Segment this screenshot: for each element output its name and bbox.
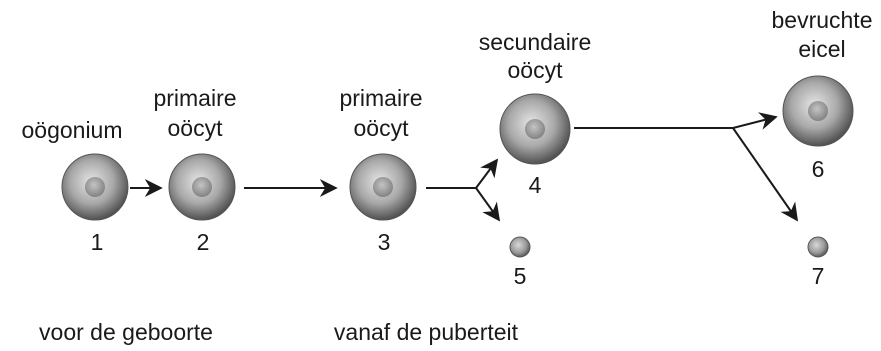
arrow-3-to-5 bbox=[475, 187, 501, 222]
cell-4-nucleus bbox=[525, 119, 545, 139]
arrows bbox=[130, 112, 799, 222]
cell-2-label-line-1: primaire bbox=[153, 85, 236, 111]
arrow-3-to-4 bbox=[475, 158, 499, 189]
cell-2: primaire oöcyt 2 bbox=[153, 85, 236, 255]
cell-4-label-line-1: secundaire bbox=[479, 29, 592, 55]
cell-6-nucleus bbox=[808, 101, 828, 121]
cell-1-number: 1 bbox=[91, 229, 104, 255]
cell-7: 7 bbox=[807, 236, 829, 289]
cell-4: secundaire oöcyt 4 bbox=[479, 29, 592, 198]
footer-from-puberty: vanaf de puberteit bbox=[334, 319, 519, 345]
cell-6-label-line-2: eicel bbox=[798, 36, 845, 62]
cell-3-label-line-1: primaire bbox=[339, 85, 422, 111]
cell-1-label: oögonium bbox=[21, 117, 122, 143]
cell-3-number: 3 bbox=[378, 229, 391, 255]
cell-7-number: 7 bbox=[812, 263, 825, 289]
cell-1-nucleus bbox=[85, 177, 105, 197]
cell-6-label-line-1: bevruchte bbox=[771, 7, 872, 33]
cell-4-label-line-2: oöcyt bbox=[508, 57, 564, 83]
footer-before-birth: voor de geboorte bbox=[39, 319, 213, 345]
cell-3: primaire oöcyt 3 bbox=[339, 85, 422, 255]
cell-5-body bbox=[509, 236, 531, 258]
cell-2-label-line-2: oöcyt bbox=[168, 115, 224, 141]
cell-2-number: 2 bbox=[197, 229, 210, 255]
cell-3-nucleus bbox=[373, 177, 393, 197]
arrow-4-to-7 bbox=[732, 127, 799, 222]
cell-7-body bbox=[807, 236, 829, 258]
cell-2-nucleus bbox=[192, 177, 212, 197]
cell-1: oögonium 1 bbox=[21, 117, 129, 255]
cell-4-number: 4 bbox=[529, 172, 542, 198]
cell-6: bevruchte eicel 6 bbox=[771, 7, 872, 182]
cell-3-label-line-2: oöcyt bbox=[354, 115, 410, 141]
arrow-4-to-6 bbox=[732, 112, 778, 130]
cell-5-number: 5 bbox=[514, 263, 527, 289]
cell-5: 5 bbox=[509, 236, 531, 289]
cell-6-number: 6 bbox=[812, 156, 825, 182]
